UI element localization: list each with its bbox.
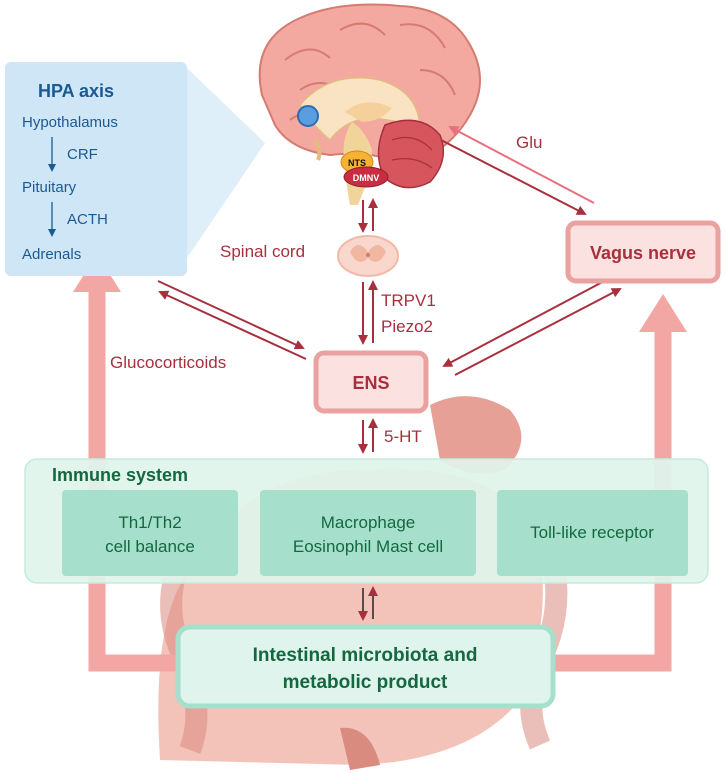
vagus-nerve-node: Vagus nerve (565, 220, 721, 284)
microbiota-line2: metabolic product (283, 672, 448, 693)
hpa-hypothalamus: Hypothalamus (22, 114, 118, 131)
glucocorticoids-label: Glucocorticoids (110, 353, 226, 372)
spinal-cord-label: Spinal cord (220, 242, 305, 261)
ens-immune-arrows (358, 418, 378, 454)
hpa-acth: ACTH (67, 211, 108, 228)
immune-microbiota-arrows (358, 586, 378, 621)
immune-box-line1: Macrophage (321, 513, 416, 532)
hypothalamus-marker (297, 105, 319, 127)
immune-box-th1-th2: Th1/Th2 cell balance (62, 490, 238, 576)
microbiota-node: Intestinal microbiota and metabolic prod… (175, 624, 556, 709)
hpa-pituitary: Pituitary (22, 179, 77, 196)
nts-label: NTS (348, 158, 366, 168)
microbiota-line1: Intestinal microbiota and (253, 645, 478, 666)
brain-spinal-arrows (358, 198, 378, 233)
immune-title: Immune system (52, 465, 188, 485)
trpv1-label: TRPV1 (381, 291, 436, 310)
microbiota-pathways (73, 254, 687, 672)
immune-box-line1: Toll-like receptor (530, 523, 654, 542)
brain-vagus-arrows (440, 126, 595, 215)
spinal-ens-arrows (358, 280, 378, 345)
hpa-ens-arrows (157, 280, 307, 360)
ens-node: ENS (313, 350, 429, 414)
piezo2-label: Piezo2 (381, 317, 433, 336)
brain-illustration: NTS DMNV (258, 3, 481, 205)
spinal-cord-illustration (337, 235, 399, 277)
immune-box-line1: Th1/Th2 (118, 513, 181, 532)
ens-label: ENS (352, 373, 389, 393)
immune-system-panel: Immune system Th1/Th2 cell balance Macro… (24, 458, 709, 584)
dmnv-label: DMNV (353, 173, 380, 183)
vagus-up-arrowhead (639, 294, 687, 332)
vagus-ens-arrows (442, 277, 622, 376)
immune-box-macrophage: Macrophage Eosinophil Mast cell (260, 490, 476, 576)
serotonin-label: 5-HT (384, 427, 422, 446)
immune-box-line2: Eosinophil Mast cell (293, 537, 443, 556)
hpa-title: HPA axis (38, 81, 114, 101)
glu-label: Glu (516, 133, 542, 152)
immune-box-line2: cell balance (105, 537, 195, 556)
hpa-crf: CRF (67, 146, 98, 163)
immune-box-toll-like: Toll-like receptor (497, 490, 688, 576)
hpa-adrenals: Adrenals (22, 246, 81, 263)
vagus-nerve-label: Vagus nerve (590, 243, 696, 263)
hpa-axis-panel: HPA axis Hypothalamus CRF Pituitary ACTH… (5, 62, 265, 276)
